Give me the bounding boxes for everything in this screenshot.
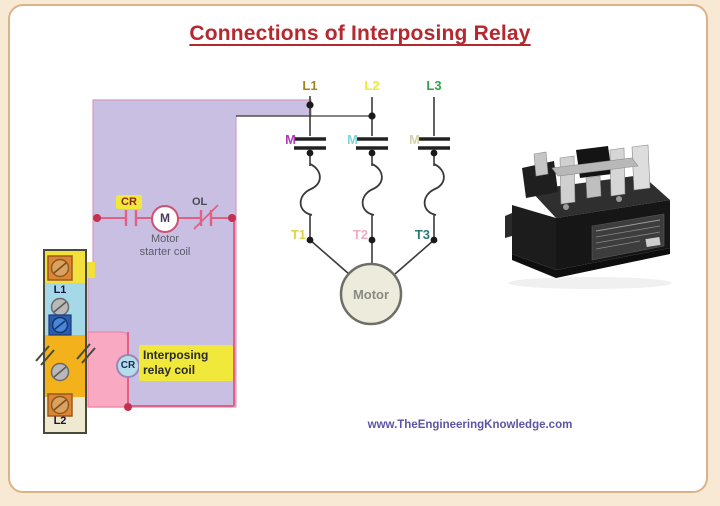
relay-label <box>591 213 665 261</box>
overload-heater-symbol <box>299 163 321 216</box>
motor-label: Motor <box>352 287 390 302</box>
phase-label-l1: L1 <box>302 78 318 93</box>
screw-terminal-bottom <box>47 393 73 417</box>
motor-starter-coil-caption: Motor starter coil <box>118 233 212 259</box>
screw-terminal-top <box>47 255 73 281</box>
interposing-coil-symbol: CR <box>120 360 136 371</box>
wire-break-marks <box>35 343 96 366</box>
screw-terminal-blue <box>48 314 72 336</box>
ol-contact-label: OL <box>192 196 208 208</box>
contactor-label-m2: M <box>347 132 358 147</box>
power-circuit-wires <box>236 96 450 275</box>
ol-contact-slash <box>193 204 219 230</box>
contactor-label-m3: M <box>409 132 420 147</box>
caption-line-1: Motor <box>150 233 180 245</box>
interposing-relay-coil-caption: Interposing relay coil <box>139 345 233 381</box>
strip-terminal-label-l2: L2 <box>53 415 67 427</box>
strip-border <box>43 249 87 434</box>
page-title: Connections of Interposing Relay <box>189 22 531 45</box>
motor-starter-coil-circle <box>151 205 179 233</box>
control-rung-wires <box>95 204 235 407</box>
contactor-m-contacts <box>294 137 450 150</box>
overload-heater-symbol <box>361 163 383 216</box>
phase-label-l2: L2 <box>364 78 380 93</box>
junction-dots-red <box>93 214 236 411</box>
caption-line-2: relay coil <box>143 363 196 377</box>
caption-line-1: Interposing <box>143 348 209 362</box>
terminal-label-t3: T3 <box>414 227 430 242</box>
relay-metal-contacts <box>533 144 651 205</box>
screw-gray-upper <box>50 297 70 317</box>
cr-contact-label: CR <box>116 195 142 209</box>
screw-gray-lower <box>50 362 70 382</box>
junction-dots-black <box>306 101 438 244</box>
contactor-label-m1: M <box>285 132 296 147</box>
caption-line-2: starter coil <box>139 246 191 258</box>
relay-photo <box>505 144 672 289</box>
overload-heater-symbol <box>423 163 445 216</box>
motor-circle <box>339 262 403 326</box>
terminal-label-t1: T1 <box>290 227 306 242</box>
strip-terminal-label-l1: L1 <box>53 284 67 296</box>
watermark: www.TheEngineeringKnowledge.com <box>367 419 573 431</box>
terminal-label-t2: T2 <box>352 227 368 242</box>
motor-starter-coil-symbol: M <box>160 211 170 225</box>
phase-label-l3: L3 <box>426 78 442 93</box>
terminal-strip <box>35 249 96 434</box>
